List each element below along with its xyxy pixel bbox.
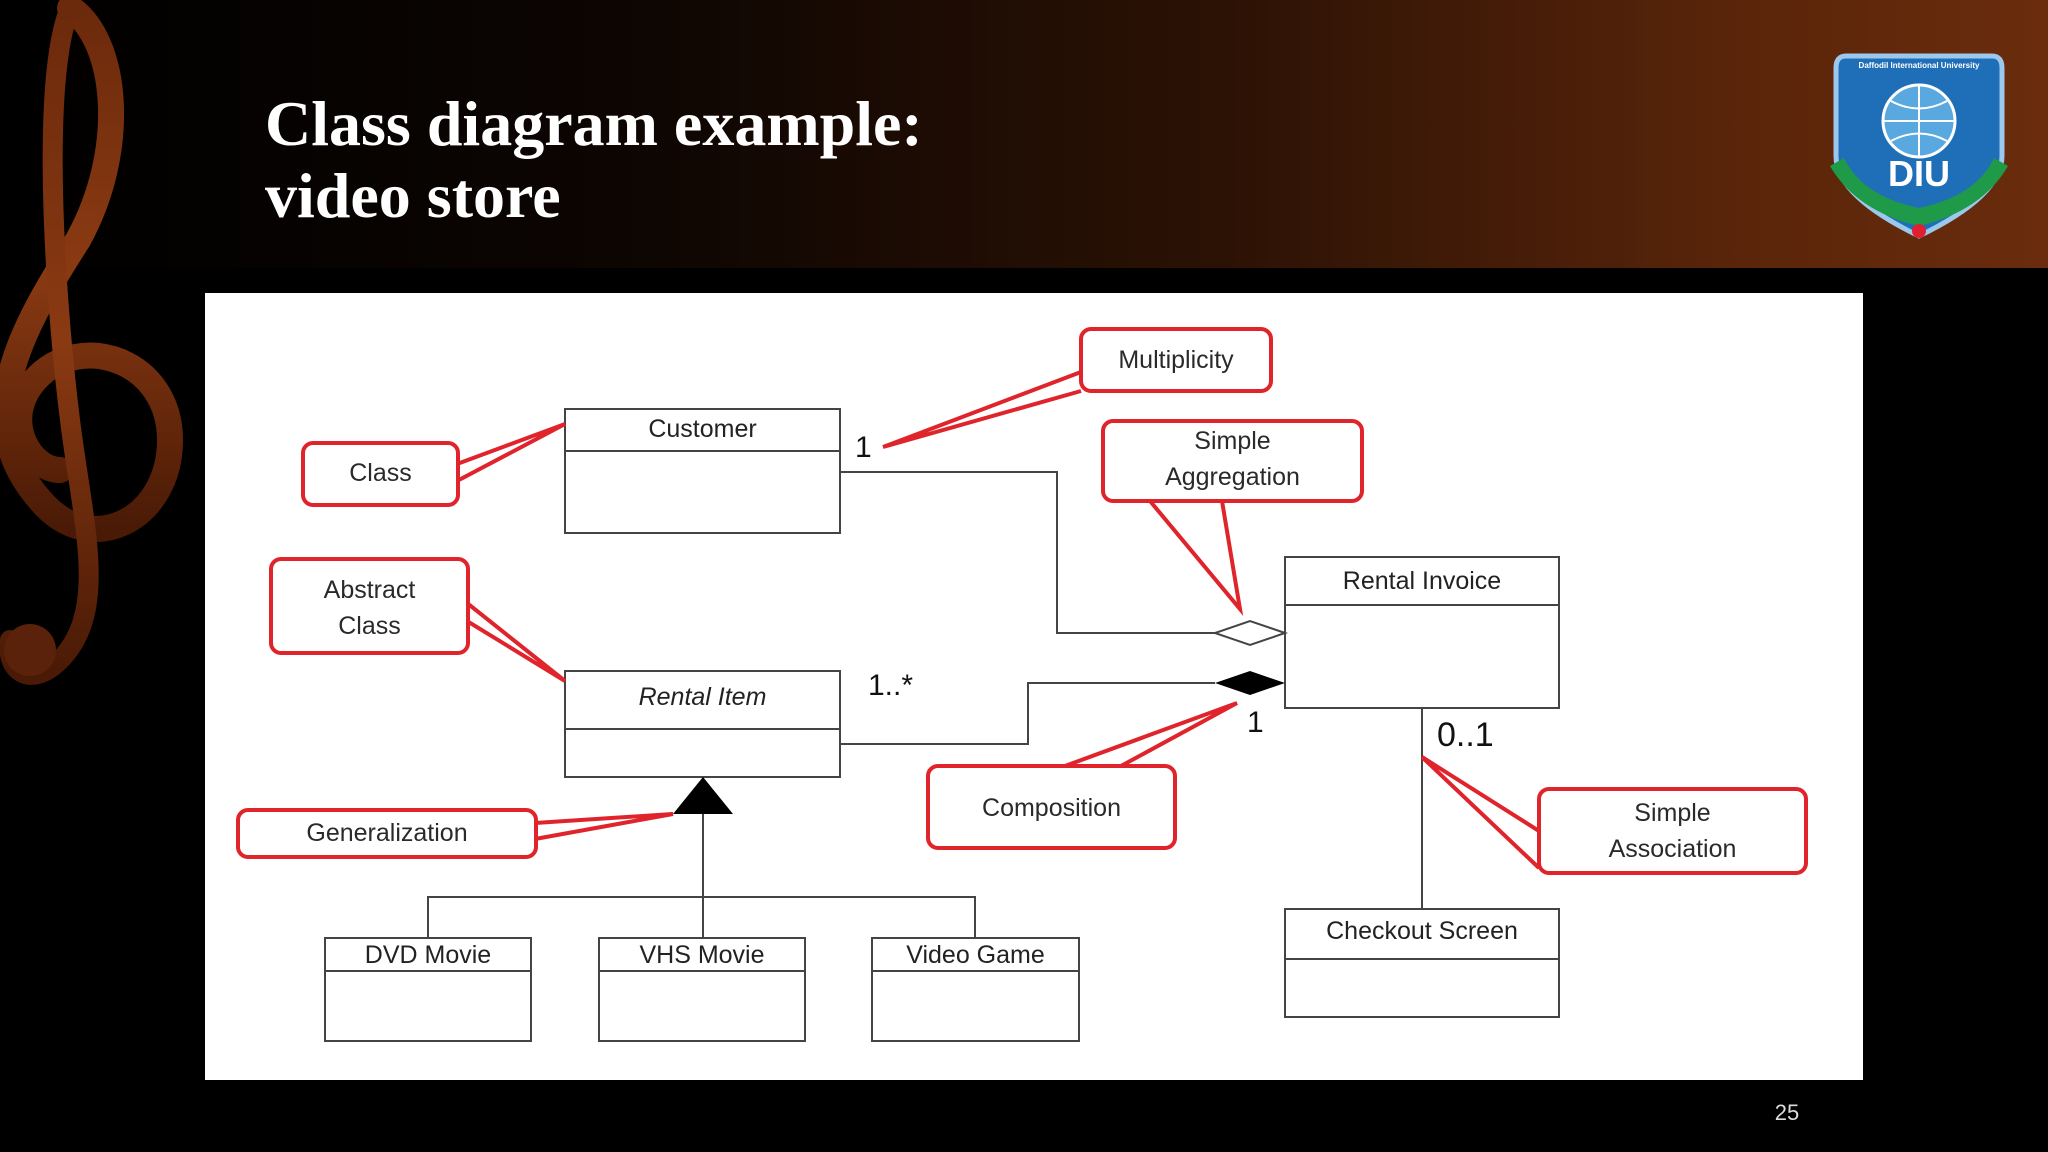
- video-game-class-name: Video Game: [906, 941, 1045, 969]
- multiplicity-callout: [1079, 327, 1273, 393]
- generalization-callout-label: Generalization: [306, 819, 468, 847]
- slide-header: [0, 0, 2048, 268]
- simple-association-callout: [1537, 787, 1808, 875]
- class-callout: [301, 441, 460, 507]
- multiplicity-pointer: [882, 370, 1082, 449]
- composition-callout: [926, 764, 1177, 850]
- composition-diamond: [1215, 671, 1285, 695]
- generalization-callout: [236, 808, 538, 859]
- simple-aggregation-callout-line1: Simple: [1194, 427, 1271, 455]
- page-number: 25: [1774, 1100, 1800, 1125]
- abstract-class-pointer: [465, 601, 567, 683]
- multiplicity-rental-item: 1..*: [868, 669, 914, 702]
- class-pointer: [456, 422, 566, 483]
- simple-association-callout-line2: Association: [1608, 835, 1737, 863]
- multiplicity-callout-label: Multiplicity: [1118, 346, 1234, 374]
- association-pointer: [1420, 755, 1541, 870]
- diagram-canvas: Customer Rental Item Rental Invoice DVD …: [205, 293, 1863, 1080]
- simple-aggregation-callout-line2: Aggregation: [1165, 463, 1300, 491]
- multiplicity-invoice-composition: 1: [1247, 706, 1264, 739]
- rental-invoice-class-name: Rental Invoice: [1342, 567, 1502, 595]
- composition-callout-label: Composition: [982, 794, 1121, 822]
- class-callout-label: Class: [349, 459, 412, 487]
- checkout-screen-class-name: Checkout Screen: [1326, 917, 1518, 945]
- aggregation-diamond: [1211, 619, 1289, 647]
- slide-title-line1: Class diagram example:: [265, 88, 923, 159]
- generalization-triangle: [673, 777, 733, 814]
- multiplicity-invoice-association: 0..1: [1437, 716, 1494, 754]
- logo-caption: Daffodil International University: [1859, 61, 1980, 70]
- simple-association-callout-line1: Simple: [1634, 799, 1711, 827]
- rental-item-class-name: Rental Item: [638, 683, 767, 711]
- aggregation-line: [840, 471, 1215, 634]
- abstract-class-callout-line2: Class: [338, 612, 401, 640]
- slide-title: Class diagram example: video store: [265, 88, 923, 232]
- vhs-movie-class-name: VHS Movie: [639, 941, 765, 969]
- composition-pointer: [1064, 701, 1238, 768]
- multiplicity-customer: 1: [855, 431, 872, 464]
- slide-title-line2: video store: [265, 160, 561, 231]
- aggregation-pointer: [1148, 499, 1244, 616]
- composition-line: [840, 682, 1215, 745]
- generalization-pointer: [534, 812, 674, 841]
- diu-logo: Daffodil International University DIU: [1830, 53, 2008, 239]
- abstract-class-callout-line1: Abstract: [323, 576, 416, 604]
- customer-class-name: Customer: [648, 415, 757, 443]
- class-diagram: [236, 327, 1808, 1042]
- dvd-movie-class-name: DVD Movie: [364, 941, 492, 969]
- simple-aggregation-callout: [1101, 419, 1364, 503]
- logo-letters: DIU: [1888, 153, 1950, 194]
- treble-clef-decoration: [0, 0, 184, 685]
- abstract-class-callout: [269, 557, 470, 655]
